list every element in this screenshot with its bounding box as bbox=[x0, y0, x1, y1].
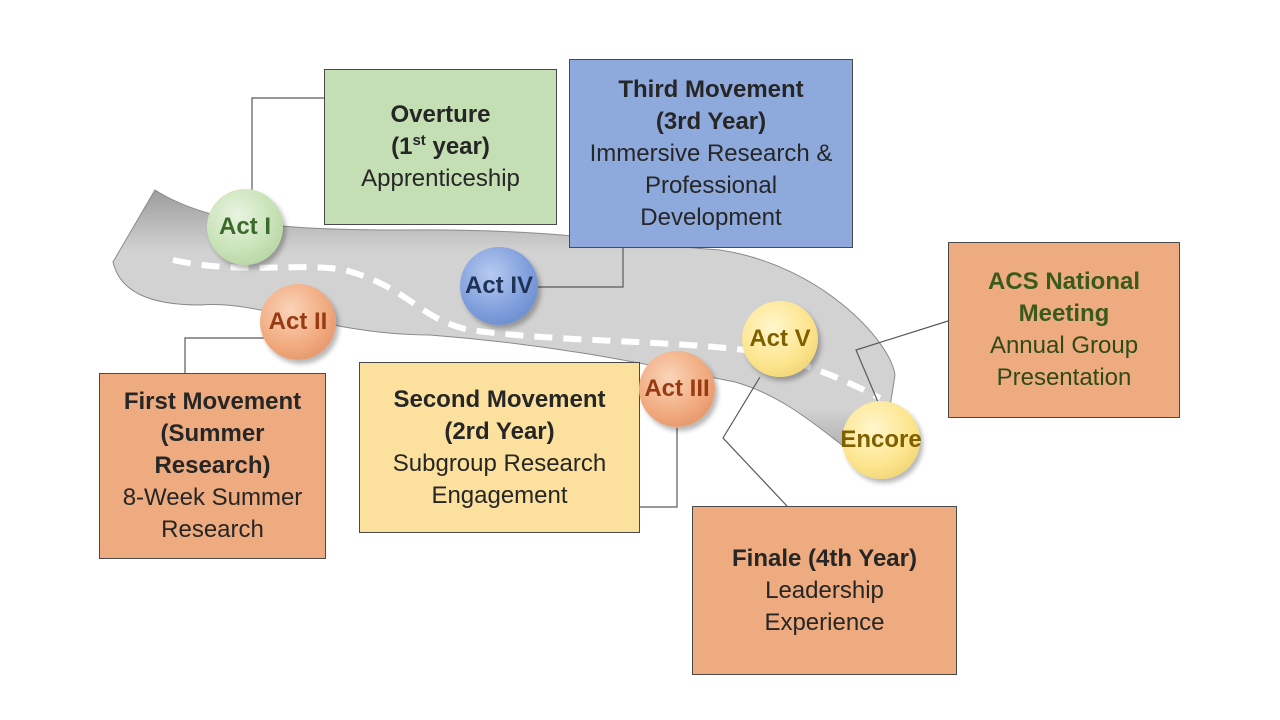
second-year: (2rd Year) bbox=[444, 417, 555, 445]
acs-title-line2: Meeting bbox=[1018, 300, 1110, 327]
connector-act3-second bbox=[640, 428, 678, 508]
finale-title: Finale (4th Year) bbox=[732, 544, 917, 572]
act-2-node: Act II bbox=[260, 284, 336, 360]
act-4-node: Act IV bbox=[460, 247, 538, 325]
act-5-node: Act V bbox=[742, 301, 818, 377]
road-center-line bbox=[172, 257, 882, 401]
third-title: Third Movement bbox=[618, 75, 804, 103]
first-title-line2: (Summer bbox=[160, 420, 265, 447]
second-movement-box: Second Movement (2rd Year) Subgroup Rese… bbox=[359, 362, 640, 533]
first-desc-line1: 8-Week Summer bbox=[122, 484, 303, 511]
acs-desc-line2: Presentation bbox=[996, 364, 1132, 391]
first-movement-box: First Movement (Summer Research) 8-Week … bbox=[99, 373, 326, 559]
act-1-node: Act I bbox=[207, 189, 283, 265]
first-title-line1: First Movement bbox=[123, 388, 302, 415]
connector-act5-finale bbox=[722, 376, 788, 507]
finale-desc-line2: Experience bbox=[764, 608, 885, 636]
first-desc-line2: Research bbox=[161, 516, 264, 543]
connector-act1-overture bbox=[251, 97, 325, 205]
third-year: (3rd Year) bbox=[655, 107, 767, 135]
finale-desc-line1: Leadership bbox=[765, 576, 884, 604]
third-movement-box: Third Movement (3rd Year) Immersive Rese… bbox=[569, 59, 853, 248]
second-desc-line2: Engagement bbox=[431, 481, 568, 509]
overture-title: Overture bbox=[390, 101, 491, 128]
third-desc-line3: Development bbox=[640, 203, 782, 231]
connector-lines bbox=[184, 97, 949, 508]
act-3-node: Act III bbox=[639, 351, 715, 427]
connector-encore-acs bbox=[855, 320, 949, 403]
third-desc-line1: Immersive Research & bbox=[589, 139, 833, 167]
acs-meeting-box: ACS National Meeting Annual Group Presen… bbox=[948, 242, 1180, 418]
overture-year: (1st year) bbox=[391, 132, 490, 160]
connector-act2-first bbox=[184, 337, 265, 374]
acs-desc-line1: Annual Group bbox=[989, 332, 1139, 359]
encore-node: Encore bbox=[840, 401, 922, 479]
third-desc-line2: Professional bbox=[644, 171, 778, 199]
finale-box: Finale (4th Year) Leadership Experience bbox=[692, 506, 957, 675]
connector-act4-third bbox=[537, 248, 624, 288]
second-title: Second Movement bbox=[393, 385, 606, 413]
overture-box: Overture (1st year) Apprenticeship bbox=[324, 69, 557, 225]
acs-title-line1: ACS National bbox=[987, 268, 1140, 295]
overture-desc: Apprenticeship bbox=[361, 165, 520, 192]
first-title-line3: Research) bbox=[154, 452, 271, 479]
second-desc-line1: Subgroup Research bbox=[392, 449, 607, 477]
